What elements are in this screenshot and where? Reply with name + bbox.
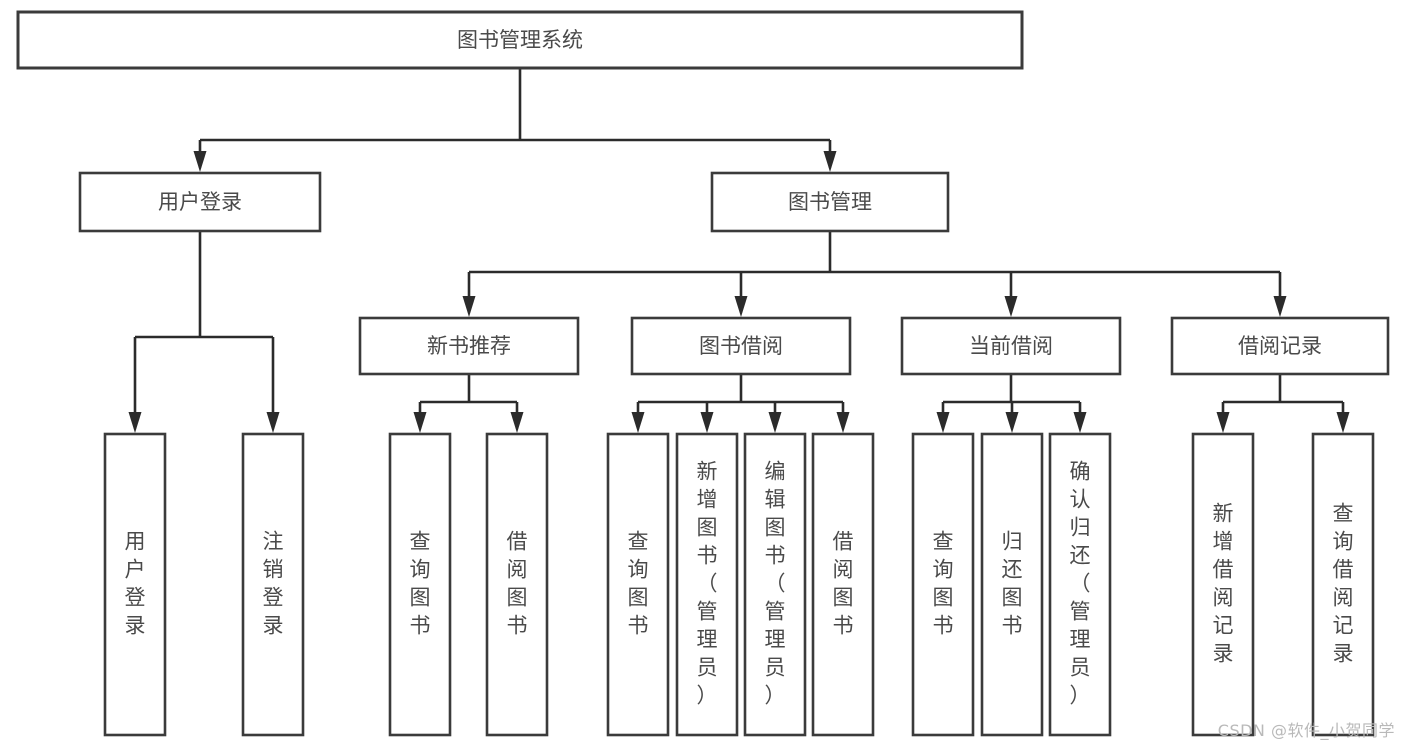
node-label: 用户登录 [125, 530, 146, 638]
node-box[interactable] [103, 432, 167, 737]
node-box[interactable] [606, 432, 670, 737]
node-label: 查询图书 [628, 530, 649, 638]
node-book-manage[interactable]: 图书管理 [710, 171, 950, 233]
node-leaf-query-record[interactable]: 查询借阅记录 [1311, 432, 1375, 737]
node-box[interactable] [811, 432, 875, 737]
node-box[interactable] [78, 171, 322, 233]
arrow-head-icon [1004, 296, 1018, 317]
node-box[interactable] [241, 432, 305, 737]
csdn-watermark: CSDN @软件_小贺同学 [1217, 721, 1395, 740]
arrow-head-icon [1073, 412, 1087, 433]
node-label: 借阅图书 [507, 530, 528, 638]
node-leaf-query-book-1[interactable]: 查询图书 [388, 432, 452, 737]
node-box[interactable] [1311, 432, 1375, 737]
arrow-head-icon [193, 151, 207, 172]
node-box[interactable] [980, 432, 1044, 737]
edge-group [193, 68, 837, 172]
arrow-head-icon [413, 412, 427, 433]
node-label: 借阅记录 [1238, 334, 1322, 358]
arrow-head-icon [700, 412, 714, 433]
node-box[interactable] [710, 171, 950, 233]
node-box[interactable] [388, 432, 452, 737]
edge-group [462, 231, 1287, 317]
node-label: 借阅图书 [833, 530, 854, 638]
node-leaf-return-book[interactable]: 归还图书 [980, 432, 1044, 737]
node-box[interactable] [630, 316, 852, 376]
edge-group [631, 374, 850, 433]
arrow-head-icon [631, 412, 645, 433]
arrow-head-icon [734, 296, 748, 317]
nodes-layer: 图书管理系统用户登录图书管理新书推荐图书借阅当前借阅借阅记录用户登录注销登录查询… [16, 10, 1390, 737]
connectors-layer [128, 68, 1350, 433]
node-current-borrow[interactable]: 当前借阅 [900, 316, 1122, 376]
arrow-head-icon [836, 412, 850, 433]
arrow-head-icon [1336, 412, 1350, 433]
node-book-borrow[interactable]: 图书借阅 [630, 316, 852, 376]
edge-group [128, 231, 280, 433]
node-label: 查询图书 [410, 530, 431, 638]
node-box[interactable] [1048, 432, 1112, 737]
node-leaf-borrow-book-1[interactable]: 借阅图书 [485, 432, 549, 737]
node-label: 图书借阅 [699, 334, 783, 358]
edge-group [413, 374, 524, 433]
node-leaf-add-book[interactable]: 新增图书（管理员） [675, 432, 739, 737]
node-leaf-query-book-3[interactable]: 查询图书 [911, 432, 975, 737]
arrow-head-icon [266, 412, 280, 433]
node-box[interactable] [900, 316, 1122, 376]
node-leaf-user-login[interactable]: 用户登录 [103, 432, 167, 737]
node-label: 新增借阅记录 [1213, 502, 1234, 666]
arrow-head-icon [1216, 412, 1230, 433]
arrow-head-icon [510, 412, 524, 433]
node-leaf-confirm-return[interactable]: 确认归还（管理员） [1048, 432, 1112, 737]
arrow-head-icon [823, 151, 837, 172]
node-box[interactable] [675, 432, 739, 737]
node-label: 确认归还（管理员） [1070, 460, 1091, 708]
node-label: 图书管理 [788, 190, 872, 214]
node-box[interactable] [743, 432, 807, 737]
node-label: 当前借阅 [969, 334, 1053, 358]
node-box[interactable] [911, 432, 975, 737]
node-label: 查询借阅记录 [1333, 502, 1354, 666]
node-new-book-recommend[interactable]: 新书推荐 [358, 316, 580, 376]
arrow-head-icon [1273, 296, 1287, 317]
arrow-head-icon [936, 412, 950, 433]
node-label: 用户登录 [158, 190, 242, 214]
node-leaf-edit-book[interactable]: 编辑图书（管理员） [743, 432, 807, 737]
node-user-login[interactable]: 用户登录 [78, 171, 322, 233]
edge-group [1216, 374, 1350, 433]
node-label: 查询图书 [933, 530, 954, 638]
node-label: 归还图书 [1002, 530, 1023, 638]
arrow-head-icon [768, 412, 782, 433]
edge-group [936, 374, 1087, 433]
node-box[interactable] [1191, 432, 1255, 737]
node-leaf-user-logout[interactable]: 注销登录 [241, 432, 305, 737]
node-leaf-query-book-2[interactable]: 查询图书 [606, 432, 670, 737]
node-root[interactable]: 图书管理系统 [16, 10, 1024, 70]
node-leaf-borrow-book-2[interactable]: 借阅图书 [811, 432, 875, 737]
arrow-head-icon [1005, 412, 1019, 433]
node-label: 注销登录 [263, 530, 284, 638]
node-label: 编辑图书（管理员） [765, 460, 786, 708]
node-borrow-record[interactable]: 借阅记录 [1170, 316, 1390, 376]
node-label: 新书推荐 [427, 334, 511, 358]
node-box[interactable] [485, 432, 549, 737]
node-label: 新增图书（管理员） [697, 460, 718, 708]
node-leaf-add-record[interactable]: 新增借阅记录 [1191, 432, 1255, 737]
node-box[interactable] [1170, 316, 1390, 376]
node-label: 图书管理系统 [457, 28, 583, 52]
arrow-head-icon [128, 412, 142, 433]
node-box[interactable] [358, 316, 580, 376]
node-box[interactable] [16, 10, 1024, 70]
arrow-head-icon [462, 296, 476, 317]
